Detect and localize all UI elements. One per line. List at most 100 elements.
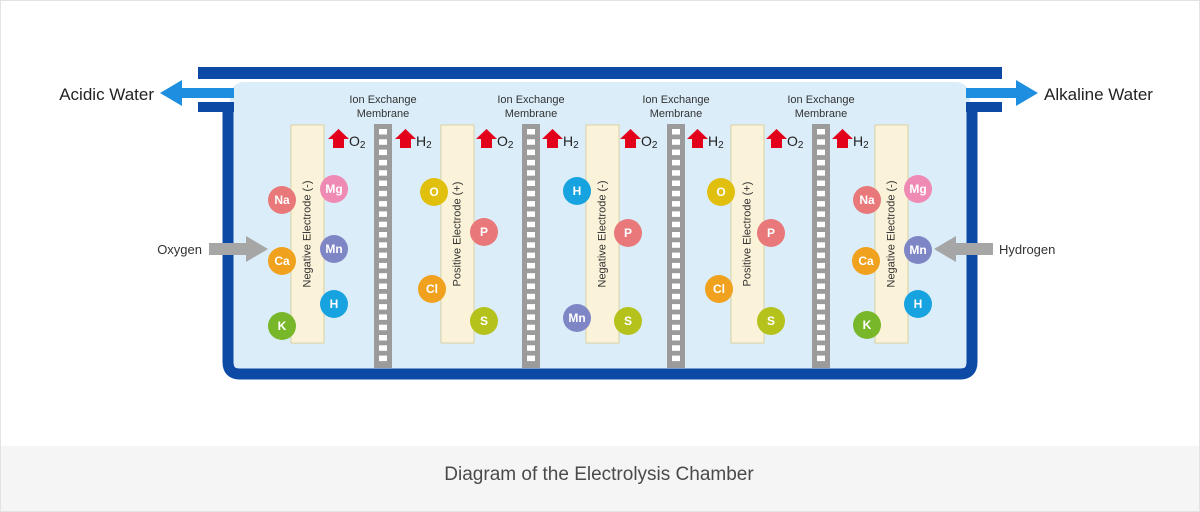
membrane-label-line1: Ion Exchange	[349, 94, 416, 106]
ion-symbol: Na	[274, 193, 290, 207]
red-up-arrow-icon	[832, 129, 853, 148]
ion-s: S	[470, 307, 498, 335]
ion-o: O	[707, 178, 735, 206]
tank-left-lip	[198, 102, 234, 112]
ion-symbol: S	[480, 314, 488, 328]
tank-top-rim	[198, 67, 1002, 79]
gas-release-indicator: O2	[766, 129, 804, 151]
red-up-arrow-icon	[328, 129, 349, 148]
gas-release-indicator: H2	[832, 129, 869, 151]
gas-release-indicator: H2	[542, 129, 579, 151]
electrode-label: Positive Electrode (+)	[452, 182, 464, 287]
gas-release-indicator: O2	[328, 129, 366, 151]
ion-symbol: Mg	[325, 182, 342, 196]
ion-p: P	[470, 218, 498, 246]
membrane-label-line1: Ion Exchange	[787, 94, 854, 106]
gas-formula: H2	[563, 133, 579, 151]
ion-symbol: Ca	[274, 254, 290, 268]
ion-symbol: H	[573, 184, 582, 198]
ion-symbol: P	[480, 225, 488, 239]
electrode-label: Negative Electrode (-)	[597, 181, 609, 288]
ion-symbol: H	[914, 297, 923, 311]
gas-formula: H2	[708, 133, 724, 151]
hydrogen-label: Hydrogen	[999, 242, 1055, 257]
ion-s: S	[614, 307, 642, 335]
ion-k: K	[853, 311, 881, 339]
ion-p: P	[614, 219, 642, 247]
ion-na: Na	[853, 186, 881, 214]
ion-symbol: Mn	[568, 311, 585, 325]
ion-na: Na	[268, 186, 296, 214]
diagram-caption: Diagram of the Electrolysis Chamber	[444, 464, 754, 485]
red-up-arrow-icon	[542, 129, 563, 148]
membrane-label-line2: Membrane	[795, 108, 848, 120]
electrode: Negative Electrode (-)	[585, 124, 620, 344]
alkaline-water-label: Alkaline Water	[1044, 85, 1153, 104]
ion-symbol: S	[624, 314, 632, 328]
ion-h: H	[320, 290, 348, 318]
ion-ca: Ca	[852, 247, 880, 275]
ion-mn: Mn	[563, 304, 591, 332]
oxygen-input-arrow	[209, 236, 268, 262]
red-up-arrow-icon	[766, 129, 787, 148]
ion-k: K	[268, 312, 296, 340]
ion-mg: Mg	[904, 175, 932, 203]
gas-release-indicator: H2	[687, 129, 724, 151]
ion-mg: Mg	[320, 175, 348, 203]
gas-formula: O2	[641, 133, 658, 151]
alkaline-water-outlet-arrow	[966, 80, 1038, 106]
gas-release-indicator: O2	[476, 129, 514, 151]
ion-symbol: Na	[859, 193, 875, 207]
membrane-label-line2: Membrane	[357, 108, 410, 120]
ion-symbol: Cl	[713, 282, 725, 296]
ion-symbol: Mn	[325, 242, 342, 256]
ion-p: P	[757, 219, 785, 247]
ion-symbol: Mn	[909, 243, 926, 257]
electrolysis-chamber-diagram: Acidic Water Alkaline Water Oxygen Hydro…	[59, 67, 1153, 380]
ion-h: H	[904, 290, 932, 318]
ion-symbol: O	[716, 185, 725, 199]
ion-symbol: P	[624, 226, 632, 240]
acidic-water-outlet-arrow	[160, 80, 234, 106]
gas-formula: O2	[787, 133, 804, 151]
tank-right-lip	[966, 102, 1002, 112]
ion-symbol: Mg	[909, 182, 926, 196]
membrane-label-line2: Membrane	[505, 108, 558, 120]
ion-s: S	[757, 307, 785, 335]
oxygen-label: Oxygen	[157, 242, 202, 257]
gas-formula: O2	[349, 133, 366, 151]
ion-symbol: Ca	[858, 254, 874, 268]
ion-symbol: K	[863, 318, 872, 332]
membrane-label-line1: Ion Exchange	[642, 94, 709, 106]
ion-mn: Mn	[904, 236, 932, 264]
hydrogen-input-arrow	[934, 236, 993, 262]
ion-o: O	[420, 178, 448, 206]
gas-formula: O2	[497, 133, 514, 151]
red-up-arrow-icon	[395, 129, 416, 148]
acidic-water-label: Acidic Water	[59, 85, 154, 104]
membrane-label-line1: Ion Exchange	[497, 94, 564, 106]
ion-symbol: H	[330, 297, 339, 311]
electrode-label: Negative Electrode (-)	[302, 181, 314, 288]
electrode-label: Positive Electrode (+)	[742, 182, 754, 287]
caption-bar	[1, 446, 1199, 511]
gas-formula: H2	[416, 133, 432, 151]
electrode: Negative Electrode (-)	[290, 124, 325, 344]
ion-mn: Mn	[320, 235, 348, 263]
electrode: Negative Electrode (-)	[874, 124, 909, 344]
ion-cl: Cl	[418, 275, 446, 303]
electrode-label: Negative Electrode (-)	[886, 181, 898, 288]
gas-release-indicator: H2	[395, 129, 432, 151]
gas-formula: H2	[853, 133, 869, 151]
ion-symbol: S	[767, 314, 775, 328]
ion-cl: Cl	[705, 275, 733, 303]
red-up-arrow-icon	[476, 129, 497, 148]
ion-symbol: O	[429, 185, 438, 199]
ion-ca: Ca	[268, 247, 296, 275]
membrane-label-line2: Membrane	[650, 108, 703, 120]
ion-symbol: P	[767, 226, 775, 240]
